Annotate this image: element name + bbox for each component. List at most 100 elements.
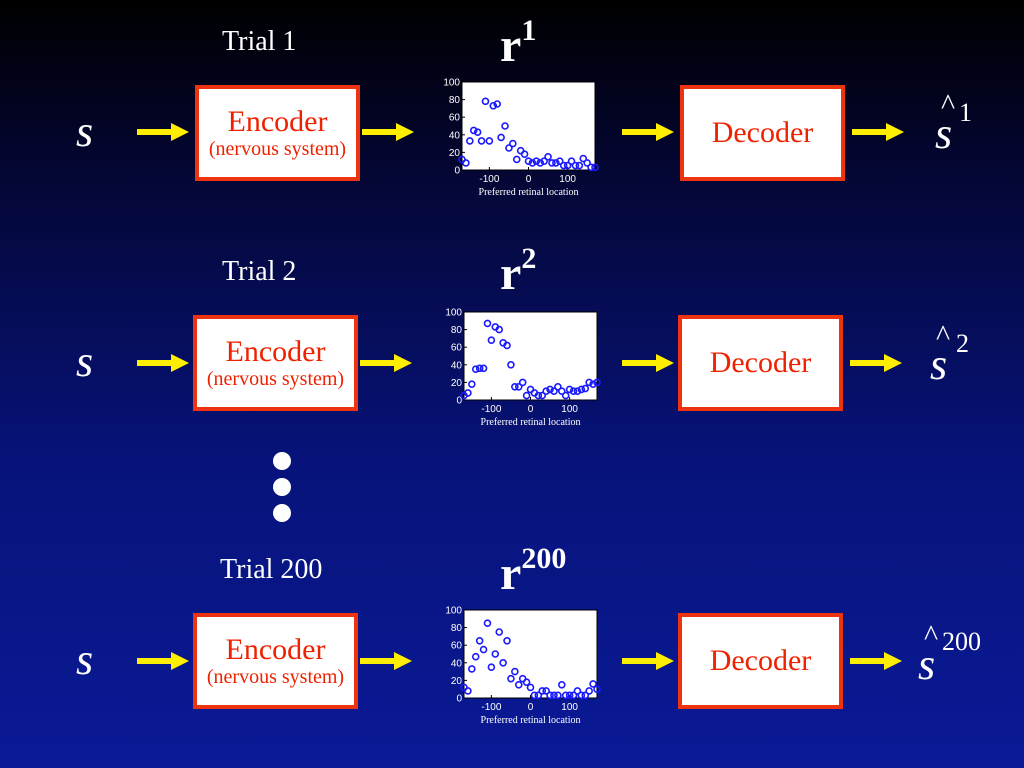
data-point	[546, 691, 554, 700]
data-point	[542, 387, 550, 395]
data-point	[528, 159, 537, 167]
data-point	[554, 383, 562, 391]
y-tick-label: 40	[449, 130, 461, 141]
arrow-icon	[137, 354, 189, 372]
x-tick-label: -100	[481, 702, 501, 713]
stimulus-input-symbol: s	[76, 635, 94, 684]
response-vector-label: r1	[500, 16, 536, 72]
data-point	[540, 157, 548, 165]
response-vector-superscript: 1	[521, 14, 537, 47]
response-vector-base: r	[500, 247, 522, 300]
data-point	[503, 636, 511, 645]
stimulus-input-symbol: s	[76, 337, 94, 386]
x-tick-label: 0	[528, 702, 534, 713]
estimate-index: 2	[956, 329, 969, 358]
data-point	[550, 387, 558, 395]
y-tick-label: 80	[451, 325, 463, 336]
data-point	[538, 391, 547, 400]
data-point	[514, 681, 523, 689]
data-point	[567, 157, 576, 165]
data-point	[495, 325, 504, 334]
data-point	[591, 163, 599, 172]
arrow-icon	[850, 652, 902, 670]
stimulus-input-symbol: s	[76, 107, 94, 156]
data-point	[593, 685, 601, 693]
decoder-title: Decoder	[711, 116, 814, 150]
data-point	[575, 161, 584, 170]
y-tick-label: 40	[451, 658, 463, 669]
y-tick-label: 60	[451, 343, 463, 354]
y-tick-label: 20	[451, 378, 463, 389]
estimate-symbol: s	[918, 640, 936, 689]
data-point	[518, 378, 527, 387]
data-point	[544, 153, 552, 161]
y-tick-label: 60	[449, 113, 461, 124]
data-point	[571, 161, 580, 170]
data-point	[481, 97, 490, 106]
data-point	[493, 100, 502, 108]
data-point	[585, 378, 593, 387]
data-point	[464, 389, 472, 397]
plot-area	[461, 81, 596, 171]
data-point	[548, 159, 556, 167]
y-tick-label: 60	[451, 641, 463, 652]
x-axis-label: Preferred retinal location	[481, 417, 581, 428]
estimate-index: 200	[942, 627, 981, 656]
estimate-output-symbol: ^ s 1	[935, 90, 972, 156]
data-point	[487, 663, 496, 671]
data-point	[534, 391, 543, 400]
data-point	[573, 687, 582, 695]
y-tick-label: 20	[449, 148, 461, 159]
estimate-index: 1	[959, 98, 972, 127]
data-point	[522, 678, 531, 686]
data-point	[512, 155, 521, 164]
data-point	[565, 691, 574, 700]
estimate-output-symbol: ^ s 2	[930, 321, 969, 387]
data-point	[581, 691, 590, 700]
data-point	[520, 150, 529, 158]
arrow-icon	[137, 123, 189, 141]
decoder-title: Decoder	[709, 346, 812, 380]
response-vector-base: r	[500, 547, 522, 600]
data-point	[583, 159, 591, 167]
data-point	[532, 157, 541, 165]
data-point	[464, 687, 472, 695]
arrow-icon	[622, 354, 674, 372]
arrow-icon	[362, 123, 414, 141]
data-point	[507, 360, 515, 369]
ellipsis-dot	[273, 478, 291, 496]
data-point	[589, 380, 597, 388]
x-tick-label: -100	[479, 174, 499, 185]
ellipsis-dots	[272, 452, 292, 522]
y-tick-label: 80	[451, 623, 463, 634]
data-point	[569, 387, 578, 395]
data-point	[479, 645, 488, 654]
arrow-icon	[850, 354, 902, 372]
data-point	[536, 159, 545, 167]
data-point	[554, 691, 562, 700]
x-axis-label: Preferred retinal location	[479, 187, 579, 198]
data-point	[485, 137, 494, 145]
response-vector-label: r2	[500, 244, 536, 300]
trial-label: Trial 2	[222, 256, 297, 287]
data-point	[557, 387, 566, 395]
data-point	[483, 319, 492, 328]
data-point	[468, 665, 476, 673]
response-vector-base: r	[500, 19, 522, 72]
response-vector-superscript: 2	[521, 242, 537, 275]
data-point	[471, 652, 480, 661]
data-point	[587, 163, 595, 172]
data-point	[550, 691, 558, 700]
arrow-icon	[622, 652, 674, 670]
encoder-title: Encoder	[225, 335, 326, 369]
data-point	[507, 674, 515, 683]
data-point	[503, 341, 511, 350]
arrow-icon	[852, 123, 904, 141]
decoder-box: Decoder	[678, 315, 843, 411]
data-point	[555, 157, 564, 165]
data-point	[534, 691, 543, 700]
data-point	[475, 636, 484, 645]
data-point	[483, 619, 492, 628]
decoder-box: Decoder	[680, 85, 845, 181]
